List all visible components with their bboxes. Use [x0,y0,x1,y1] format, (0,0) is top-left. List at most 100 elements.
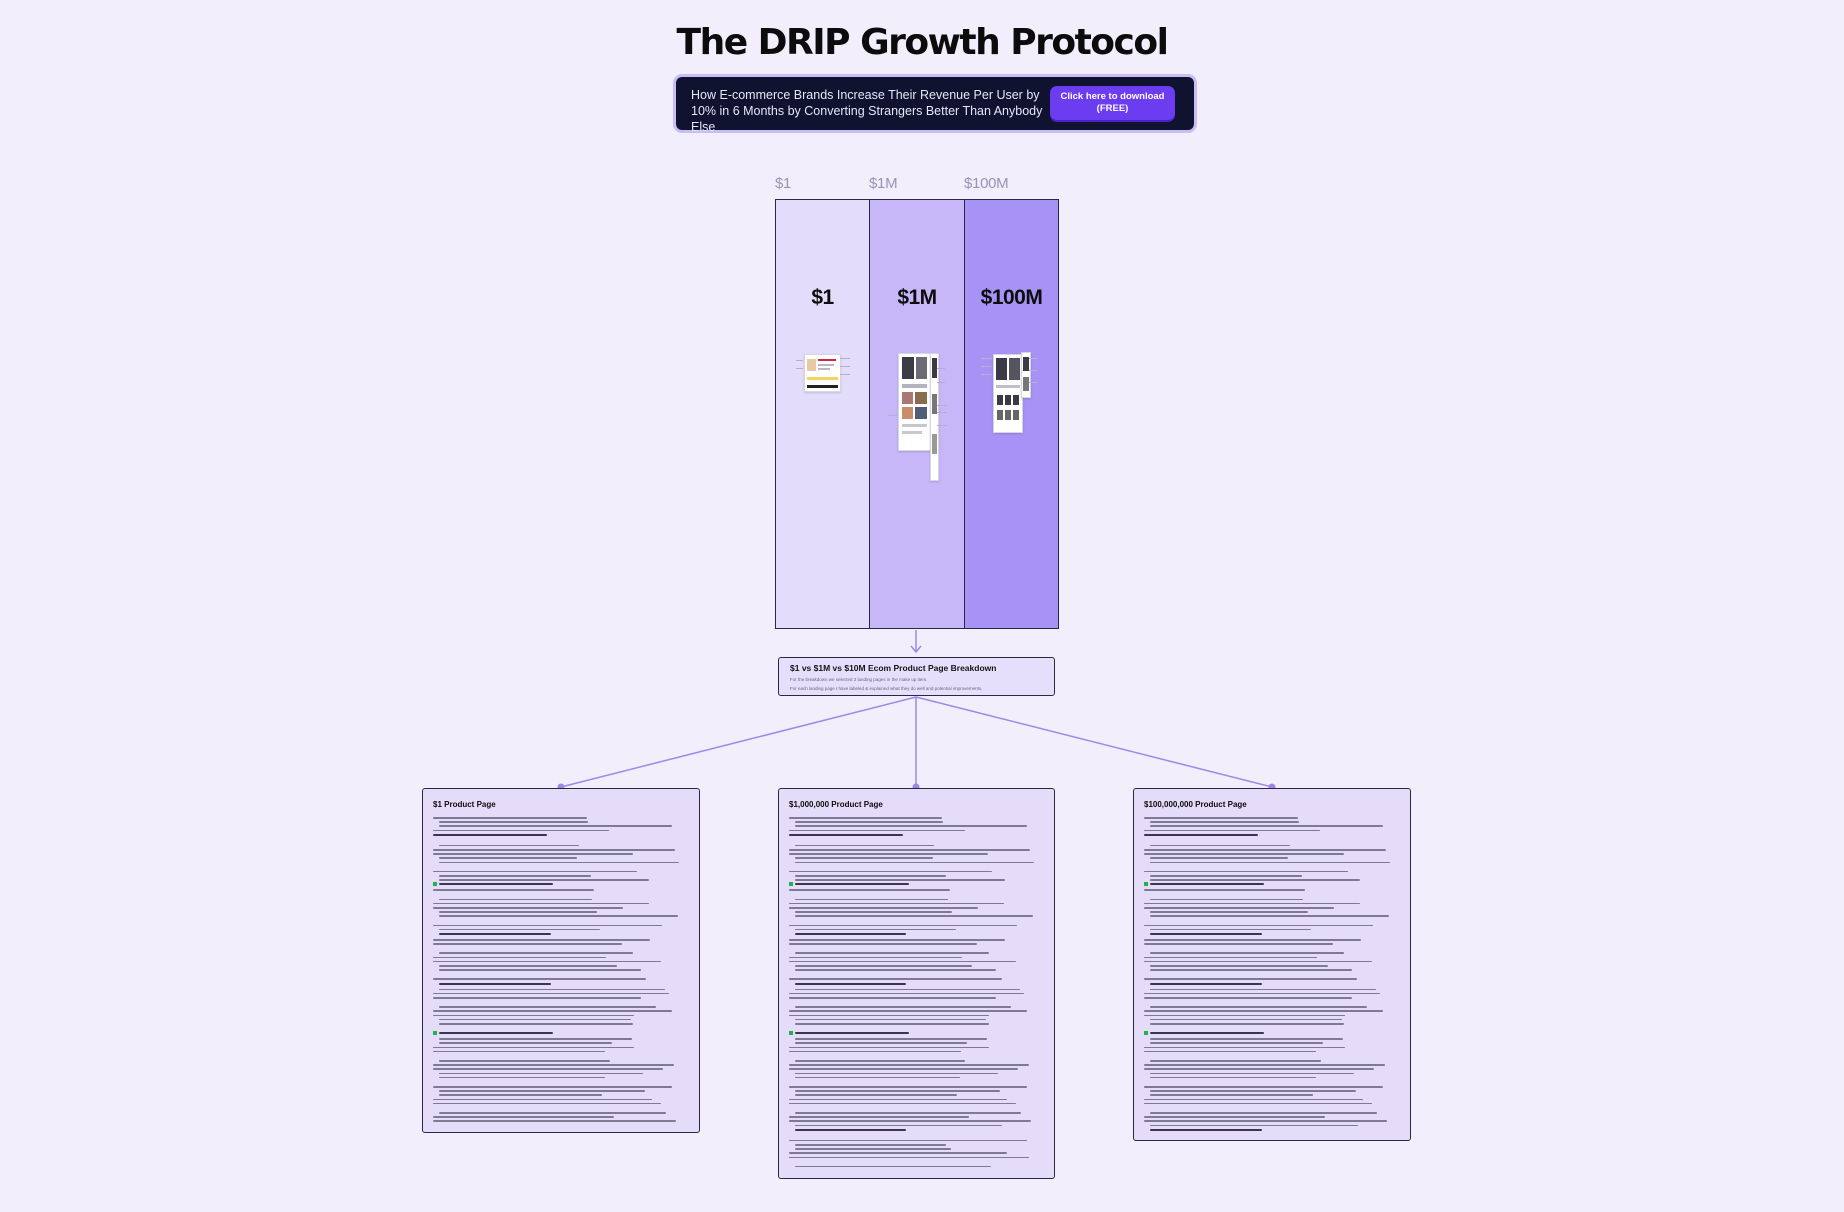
body-text-line [1150,965,1328,967]
download-banner: How E-commerce Brands Increase Their Rev… [676,77,1194,134]
body-text-line [789,1010,1027,1012]
body-text-line [1144,943,1333,945]
body-text-line [795,982,906,985]
column-label-2: $1M [869,175,898,192]
body-text-line [789,924,1017,927]
column-label-3: $100M [964,175,1009,192]
body-text-line [789,1102,1016,1105]
body-text-line [439,915,678,917]
body-text-line [789,1014,989,1017]
body-text-line [795,1112,1021,1114]
body-text-line [795,952,989,954]
body-text-line [1150,1124,1358,1127]
body-text-line [439,879,649,881]
body-text-line [795,879,1005,881]
body-text-line [795,1148,951,1150]
body-text-line [433,870,637,873]
body-text-line [433,1010,672,1012]
body-text-line [439,1112,666,1114]
body-text-line [1150,1023,1344,1025]
body-text-line [789,1098,1007,1101]
body-text-line [433,889,594,891]
body-text-line [1150,883,1264,886]
product-page-thumbnail-strip[interactable] [930,353,939,481]
body-text-line [1144,960,1372,963]
body-text-line [433,853,633,855]
body-text-line [1150,952,1344,954]
body-text-line [433,1086,672,1088]
body-text-line [433,1046,634,1049]
body-text-line [795,965,972,967]
body-text-line [433,960,661,963]
body-text-line [433,1014,634,1017]
body-text-line [433,943,622,945]
body-text-line [1144,853,1344,855]
body-text-line [789,1086,1027,1088]
body-text-line [1144,1098,1363,1101]
body-text-line [1150,988,1376,991]
body-text-line [795,969,996,971]
body-text-line [795,928,956,931]
body-text-line [789,833,903,836]
body-text-line [795,861,1034,864]
body-text-line [789,1116,969,1118]
body-text-line [795,1072,998,1075]
body-text-line [1144,1086,1383,1088]
body-text-line [795,1165,991,1168]
body-text-line [795,1042,967,1044]
body-text-line [433,1116,614,1118]
card-title: $1,000,000 Product Page [789,800,883,809]
breakdown-summary-box: $1 vs $1M vs $10M Ecom Product Page Brea… [778,657,1055,696]
body-text-line [789,1046,989,1049]
body-text-line [433,924,662,927]
body-text-line [439,1076,605,1079]
body-text-line [1150,821,1299,823]
body-text-line [1150,1038,1343,1040]
body-text-line [789,870,992,873]
body-text-line [439,1023,633,1025]
body-text-line [433,817,587,819]
body-text-line [789,960,1016,963]
column-2-million: $1M [869,199,965,629]
body-text-line [1150,1060,1321,1062]
body-text-line [1144,1120,1387,1122]
body-text-line [795,1038,987,1040]
body-text-line [795,1032,909,1035]
body-text-line [1144,956,1317,959]
body-text-line [795,1018,986,1021]
body-text-line [1144,1014,1345,1017]
body-text-line [795,821,943,823]
download-button[interactable]: Click here to download (FREE) [1050,86,1175,120]
body-text-line [1144,849,1386,851]
body-text-line [789,978,1002,980]
body-text-line [789,817,942,819]
body-text-line [433,1098,652,1101]
body-text-line [1150,861,1390,864]
product-page-thumbnail-strip[interactable] [1021,352,1031,398]
body-text-line [1144,1046,1345,1049]
body-text-line [439,1032,553,1035]
body-text-line [1144,992,1380,995]
column-value: $100M [980,286,1043,309]
body-text-line [1144,939,1361,941]
body-text-line [439,861,679,864]
body-text-line [1150,1006,1367,1008]
body-text-line [433,833,547,836]
product-page-thumbnail[interactable] [993,354,1023,433]
body-text-line [1144,870,1348,873]
body-text-line [1144,1116,1325,1118]
body-text-line [433,956,606,959]
body-text-line [1150,875,1302,877]
column-label-1: $1 [775,175,792,192]
body-text-line [795,844,934,847]
body-text-line [789,1064,1029,1066]
body-text-line [795,857,933,859]
product-page-thumbnail[interactable] [898,353,932,451]
product-page-thumbnail[interactable] [804,354,841,392]
body-text-line [1150,1094,1313,1096]
body-text-line [439,1072,643,1075]
body-text-line [433,1120,676,1122]
body-text-line [433,997,641,999]
body-text-line [795,933,906,935]
